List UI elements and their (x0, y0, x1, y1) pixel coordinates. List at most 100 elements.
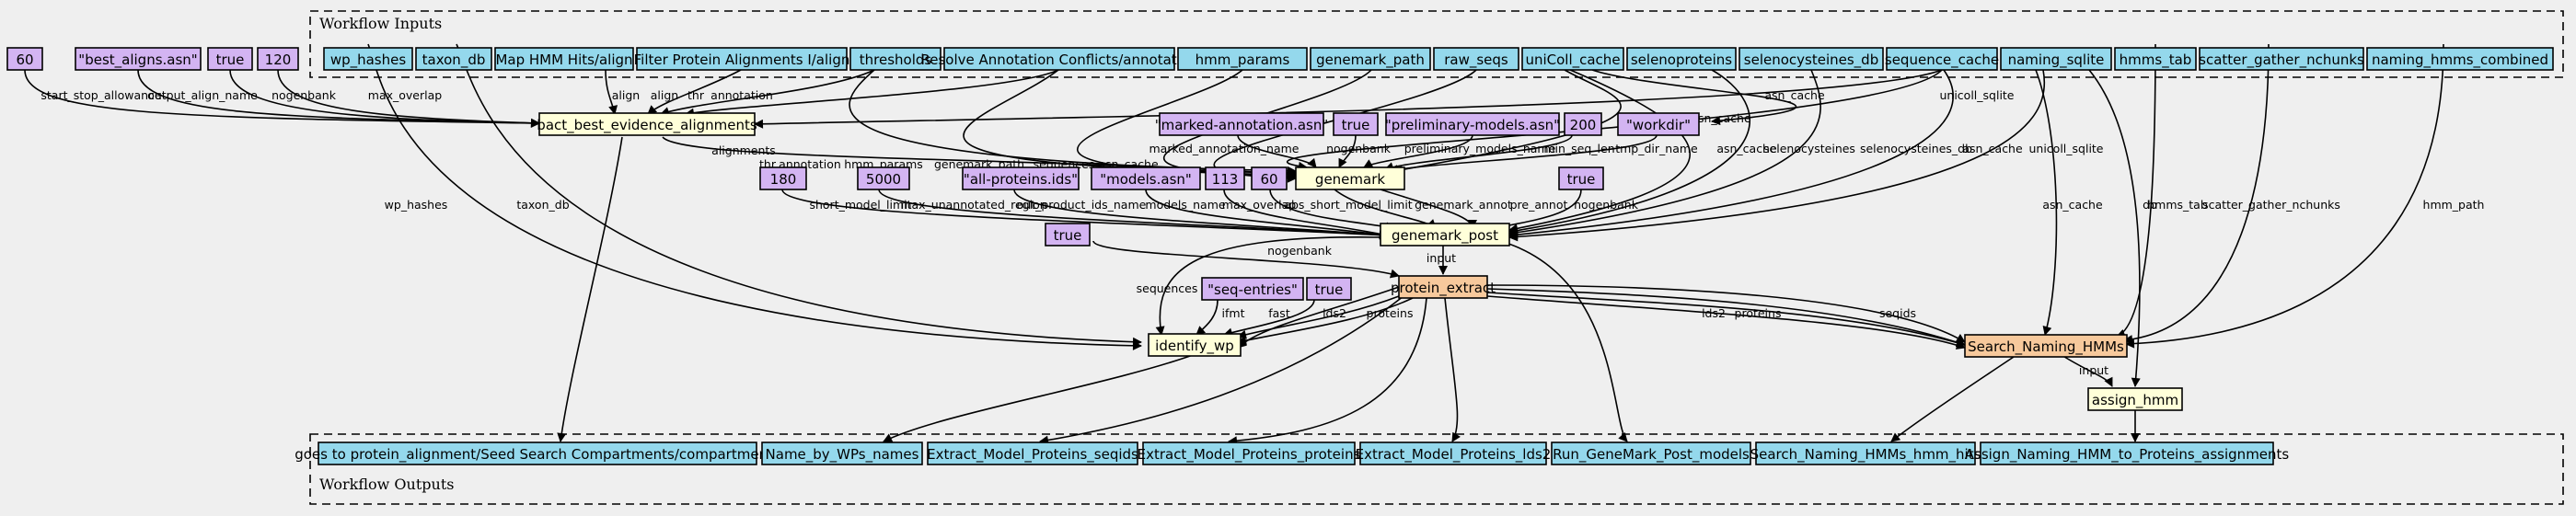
input-node-hmm-params: hmm_params (1177, 47, 1308, 71)
literal-node-true: true (1333, 112, 1379, 136)
edge-out-genemark-post-models (1499, 240, 1628, 442)
edge-wp-hashes: wp_hashes (367, 43, 1142, 350)
edge-label-proteins-2: proteins (1735, 306, 1782, 320)
edge-label-asn-cache-4: asn_cache (1716, 142, 1777, 155)
task-node-box (1148, 333, 1242, 357)
edge-max-unannotated-region: max_unannotated_region (878, 189, 1389, 240)
edges-layer: start_stop_allowance output_align_name n… (24, 43, 2485, 446)
input-node-resolve-annotation-conflicts-annotation: Resolve Annotation Conflicts/annotation (921, 47, 1198, 71)
literal-node-box (1251, 166, 1288, 190)
edge-label-max-overlap-1: max_overlap (368, 88, 442, 102)
subworkflow-node-box (1398, 275, 1488, 299)
input-node-label: Resolve Annotation Conflicts/annotation (921, 52, 1198, 68)
literal-node-180: 180 (759, 166, 807, 190)
input-node-filter-protein-alignments-i-align: Filter Protein Alignments I/align (634, 47, 849, 71)
edge-selenocysteines-db: selenocysteines_db (1508, 69, 1972, 237)
input-node-label: sequence_cache (1885, 52, 1999, 69)
literal-node-box (6, 47, 43, 71)
edge-scatter-gather: scatter_gather_nchunks (2123, 43, 2340, 345)
input-node-box (2199, 47, 2364, 71)
input-node-wp-hashes: wp_hashes (323, 47, 413, 71)
edge-out-compartments (557, 136, 623, 442)
edge-asn-cache-snh: asn_cache (2035, 69, 2103, 336)
literal-node-60: 60 (1251, 166, 1288, 190)
literal-node-60: 60 (6, 47, 43, 71)
literal-node-label: "workdir" (1626, 117, 1691, 133)
edge-label-scatter-gather: scatter_gather_nchunks (2202, 198, 2340, 212)
literal-node-true: true (1045, 223, 1091, 247)
input-node-box (1433, 47, 1519, 71)
edge-label-hmm-path: hmm_path (2423, 198, 2485, 212)
output-node-box (927, 441, 1138, 465)
edge-label-selenocysteines-db: selenocysteines_db (1860, 142, 1972, 155)
literal-node-box (1045, 223, 1091, 247)
output-node-label: Search_Naming_HMMs_hmm_hits (1750, 446, 1981, 464)
task-node-box (2087, 387, 2183, 411)
output-node-name-by-wps-names: Name_by_WPs_names (761, 441, 923, 465)
literal-node-box (1159, 112, 1324, 136)
literal-node-box (1617, 112, 1700, 136)
edge-label-ifmt: ifmt (1222, 306, 1245, 320)
literal-node-label: 5000 (866, 171, 901, 188)
output-node-box (1980, 441, 2274, 465)
literal-node-label: "preliminary-models.asn" (1385, 117, 1560, 133)
edge-hmms-tab: hmms_tab (2116, 43, 2208, 338)
input-node-box (2366, 47, 2554, 71)
edge-pe-iwp (1237, 286, 1400, 349)
literal-node-label: 60 (16, 52, 33, 68)
output-node-extract-model-proteins-lds2: Extract_Model_Proteins_lds2 (1356, 441, 1551, 465)
input-node-naming-sqlite: naming_sqlite (2000, 47, 2112, 71)
edge-output-align-name: output_align_name (137, 69, 540, 128)
input-node-label: naming_hmms_combined (2372, 52, 2548, 69)
output-node-extract-model-proteins-seqids: Extract_Model_Proteins_seqids (927, 441, 1138, 465)
edge-abs-short-model-limit: abs_short_model_limit (1269, 189, 1413, 232)
edge-label-asn-cache-6: asn_cache (2042, 198, 2103, 212)
literal-node-box (207, 47, 253, 71)
input-node-label: hmms_tab (2120, 52, 2192, 69)
edge-out-hmm-hits (1890, 356, 2015, 442)
edge-align-filter: align (647, 69, 742, 115)
literal-node-label: true (1315, 281, 1344, 298)
task-node-box (1295, 166, 1405, 190)
edge-align-map: align (605, 69, 640, 115)
literal-node-box (1385, 112, 1560, 136)
literal-node-label: 60 (1260, 171, 1277, 188)
input-node-sequence-cache: sequence_cache (1885, 47, 1999, 71)
edge-input-assign: input (2061, 354, 2113, 387)
literal-node-label: true (1567, 171, 1596, 188)
literal-node-box (1558, 166, 1604, 190)
input-node-selenocysteines-db: selenocysteines_db (1739, 47, 1884, 71)
edge-label-unicoll-sqlite-1: unicoll_sqlite (2028, 142, 2103, 155)
edge-models-name: models_name (1145, 189, 1389, 239)
output-node-box (1755, 441, 1976, 465)
edge-label-nogenbank-2: nogenbank (1326, 142, 1392, 155)
edge-label-hmms-tab: hmms_tab (2147, 198, 2208, 212)
literal-node-best-aligns-asn: "best_aligns.asn" (75, 47, 202, 71)
literal-node-label: "all-proteins.ids" (964, 171, 1078, 188)
input-node-hmms-tab: hmms_tab (2114, 47, 2197, 71)
input-node-unicoll-cache: uniColl_cache (1521, 47, 1624, 71)
edge-label-db: db (2143, 198, 2157, 212)
input-node-genemark-path: genemark_path (1310, 47, 1431, 71)
edge-out-seqids (1039, 295, 1404, 445)
edge-taxon-db: taxon_db (456, 43, 1142, 347)
input-node-box (1739, 47, 1884, 71)
edge-label-thr-1: thr (687, 88, 705, 102)
input-node-label: uniColl_cache (1525, 52, 1620, 69)
edge-asn-cache-post: asn_cache (1508, 69, 1777, 234)
output-node-goes-to-protein-alignment-seed-search-compartments-compartments: goes to protein_alignment/Seed Search Co… (295, 441, 780, 465)
literal-node-box (759, 166, 807, 190)
input-node-box (1626, 47, 1737, 71)
subworkflow-node-protein-extract: protein_extract (1391, 275, 1496, 299)
edge-proteins-snh: proteins (1486, 288, 1966, 347)
input-node-naming-hmms-combined: naming_hmms_combined (2366, 47, 2554, 71)
edge-label-max-unannotated-region: max_unannotated_region (900, 198, 1046, 212)
edge-out-lds2 (1444, 297, 1461, 442)
input-node-label: selenoproteins (1631, 52, 1732, 68)
output-node-label: Assign_Naming_HMM_to_Proteins_assignment… (1965, 446, 2290, 464)
edge-thr: thr (660, 69, 875, 116)
literal-node-true: true (1558, 166, 1604, 190)
edge-label-marked-annotation-name: marked_annotation_name (1149, 142, 1299, 155)
